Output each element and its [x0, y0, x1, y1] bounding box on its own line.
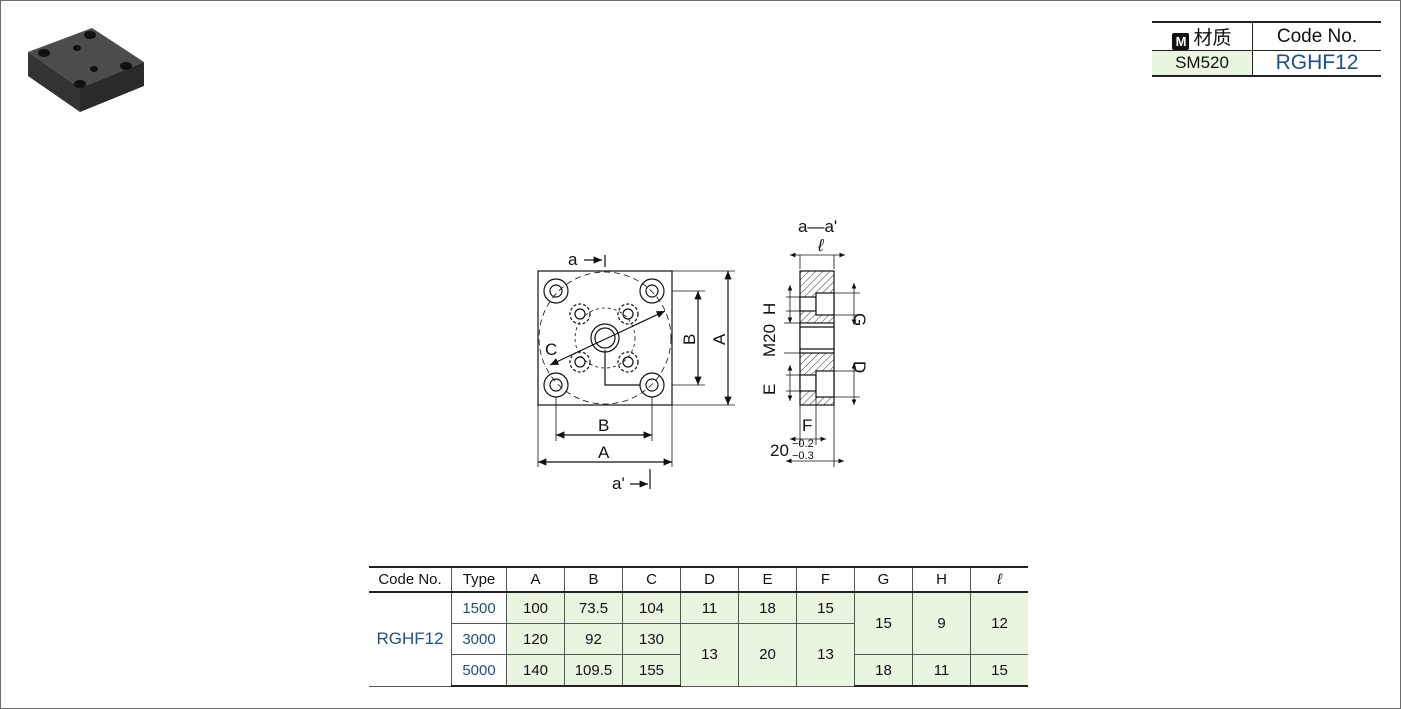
- label-b-vertical: B: [680, 334, 699, 345]
- cell-ell: 15: [970, 654, 1028, 687]
- table-row: 3000 120 92 130 13 20 13: [369, 623, 1028, 687]
- table-row: 5000 140 109.5 155 18 11 15: [369, 654, 1028, 687]
- material-value: SM520: [1152, 50, 1253, 77]
- label-tol-lower: −0.3: [792, 450, 814, 462]
- plan-labels: a a' C B A B A: [545, 250, 729, 493]
- cell-a: 120: [506, 623, 565, 655]
- code-value: RGHF12: [1252, 50, 1381, 77]
- col-code: Code No.: [369, 566, 452, 593]
- col-h: H: [912, 566, 971, 593]
- product-photo: [28, 28, 144, 112]
- cell-a: 140: [506, 654, 565, 687]
- cell-f: 15: [796, 591, 855, 624]
- cell-g: 15: [854, 591, 913, 655]
- type-cell: 3000: [451, 623, 507, 655]
- label-a-prime: a': [612, 474, 625, 493]
- table-row: RGHF12 1500 100 73.5 104 11 18 15 15 9 1…: [369, 591, 1028, 687]
- label-c: C: [545, 340, 557, 359]
- code-header: Code No.: [1252, 21, 1381, 51]
- type-cell: 5000: [451, 654, 507, 687]
- technical-drawing: a a' C B A B A: [537, 217, 869, 493]
- section-labels: a—a' ℓ H M20 E G D F 20 −0.2 −0.3: [760, 217, 869, 462]
- code-cell: RGHF12: [369, 591, 452, 687]
- cell-e: 20: [738, 623, 797, 687]
- type-cell: 1500: [451, 591, 507, 624]
- cell-c: 104: [622, 591, 681, 624]
- col-a: A: [506, 566, 565, 593]
- cell-d: 11: [680, 591, 739, 624]
- col-g: G: [854, 566, 913, 593]
- col-type: Type: [451, 566, 507, 593]
- cell-e: 18: [738, 591, 797, 624]
- label-section: a—a': [798, 217, 837, 236]
- section-view: [784, 252, 860, 467]
- label-m20: M20: [760, 324, 779, 357]
- label-a-horizontal: A: [598, 443, 610, 462]
- label-d: D: [850, 361, 869, 373]
- cell-a: 100: [506, 591, 565, 624]
- label-b-horizontal: B: [598, 416, 609, 435]
- label-a: a: [568, 250, 578, 269]
- col-d: D: [680, 566, 739, 593]
- label-e: E: [760, 384, 779, 395]
- cell-b: 73.5: [564, 591, 623, 624]
- cell-h: 11: [912, 654, 971, 687]
- cell-ell: 12: [970, 591, 1028, 655]
- spec-header-row: Code No. Type A B C D E F G H ℓ: [369, 566, 1028, 593]
- cell-b: 92: [564, 623, 623, 655]
- label-tol-upper: −0.2: [792, 438, 814, 450]
- col-f: F: [796, 566, 855, 593]
- label-thickness: 20: [770, 441, 789, 460]
- plan-view: [537, 255, 735, 489]
- cell-d: 13: [680, 623, 739, 687]
- cell-b: 109.5: [564, 654, 623, 687]
- col-ell: ℓ: [970, 566, 1028, 593]
- material-label: 材质: [1193, 28, 1232, 49]
- col-c: C: [622, 566, 681, 593]
- col-e: E: [738, 566, 797, 593]
- label-f: F: [802, 416, 812, 435]
- col-b: B: [564, 566, 623, 593]
- cell-g: 18: [854, 654, 913, 687]
- label-h: H: [760, 303, 779, 315]
- label-ell: ℓ: [817, 236, 824, 255]
- cell-c: 130: [622, 623, 681, 655]
- cell-h: 9: [912, 591, 971, 655]
- material-badge: M: [1172, 33, 1190, 50]
- cell-c: 155: [622, 654, 681, 687]
- spec-table: Code No. Type A B C D E F G H ℓ RGHF12 1…: [369, 566, 1028, 687]
- cell-f: 13: [796, 623, 855, 687]
- label-a-vertical: A: [710, 333, 729, 345]
- label-g: G: [850, 313, 869, 326]
